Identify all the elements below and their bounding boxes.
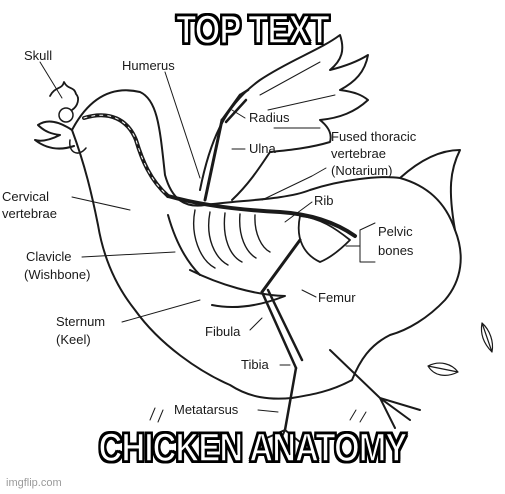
sternum-keel: [189, 269, 286, 308]
label-humerus: Humerus: [122, 58, 175, 73]
label-pelvic-2: bones: [378, 243, 414, 258]
leader-lines: [39, 61, 376, 413]
pelvic-bones: [297, 215, 351, 263]
label-clavicle-2: (Wishbone): [24, 267, 90, 282]
tail-outline: [399, 149, 461, 231]
feather-2: [427, 362, 459, 376]
metatarsus-bone: [283, 366, 298, 432]
head-outline: [34, 120, 75, 150]
label-sternum-1: Sternum: [56, 314, 105, 329]
wing-outline: [199, 34, 369, 201]
foot-toes: [261, 429, 301, 447]
clavicle-bone: [167, 214, 201, 276]
meme-top-text: TOP TEXT: [176, 8, 331, 52]
label-femur: Femur: [318, 290, 356, 305]
second-leg: [329, 349, 421, 429]
label-metatarsus: Metatarsus: [174, 402, 239, 417]
comb-outline: [49, 81, 79, 111]
humerus-bone: [203, 118, 224, 202]
cervical-spine: [82, 113, 170, 198]
imgflip-watermark: imgflip.com: [6, 477, 62, 489]
label-pelvic-1: Pelvic: [378, 224, 413, 239]
meme-bottom-text: CHICKEN ANATOMY: [98, 426, 408, 470]
tibia-fibula-bones: [260, 288, 304, 370]
label-tibia: Tibia: [241, 357, 269, 372]
ribcage: [193, 209, 271, 269]
ground-grass: [149, 407, 367, 423]
thoracic-spine: [166, 194, 357, 238]
label-radius: Radius: [249, 110, 290, 125]
label-sternum-2: (Keel): [56, 332, 91, 347]
label-fused-thoracic-2: vertebrae: [331, 146, 386, 161]
label-cervical-2: vertebrae: [2, 206, 57, 221]
chicken-body-outline: [71, 89, 462, 400]
feather-1: [480, 322, 494, 353]
label-clavicle-1: Clavicle: [26, 249, 72, 264]
label-fused-thoracic-1: Fused thoracic: [331, 129, 417, 144]
label-rib: Rib: [314, 193, 334, 208]
femur-bone: [260, 238, 302, 294]
label-fibula: Fibula: [205, 324, 241, 339]
label-skull: Skull: [24, 48, 52, 63]
wattle: [69, 139, 87, 154]
radius-ulna-bones: [220, 88, 250, 124]
label-ulna: Ulna: [249, 141, 277, 156]
label-fused-thoracic-3: (Notarium): [331, 163, 392, 178]
label-cervical-1: Cervical: [2, 189, 49, 204]
eye-socket: [58, 107, 74, 123]
